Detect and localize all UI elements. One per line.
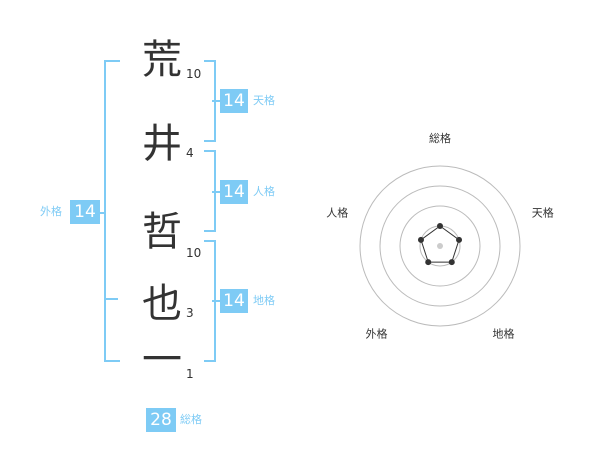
gaikaku-bracket bbox=[104, 60, 120, 362]
gaikaku-bracket-divider bbox=[104, 298, 118, 300]
soukaku-value: 28 bbox=[146, 408, 176, 432]
radar-ring bbox=[379, 185, 501, 307]
radar-point bbox=[456, 236, 463, 243]
stroke-count-3: 10 bbox=[186, 246, 202, 260]
radar-point bbox=[417, 236, 424, 243]
stroke-count-4: 3 bbox=[186, 306, 194, 320]
tenkaku-value: 14 bbox=[220, 89, 248, 113]
chikaku-value: 14 bbox=[220, 289, 248, 313]
tenkaku-connector bbox=[212, 100, 220, 102]
gaikaku-label: 外格 bbox=[40, 205, 62, 218]
radar-axis-label: 総格 bbox=[429, 131, 451, 145]
jinkaku-value: 14 bbox=[220, 180, 248, 204]
radar-ring bbox=[399, 205, 481, 287]
radar-ring bbox=[359, 165, 521, 327]
radar-value-polygon bbox=[420, 225, 460, 263]
jinkaku-label: 人格 bbox=[253, 185, 275, 198]
chikaku-connector bbox=[212, 300, 220, 302]
radar-axis-label: 人格 bbox=[326, 206, 348, 220]
radar-center-dot bbox=[437, 243, 443, 249]
stroke-count-5: 1 bbox=[186, 367, 194, 381]
name-char-1: 荒 bbox=[142, 37, 182, 83]
radar-axis-label: 外格 bbox=[366, 326, 388, 340]
stroke-count-1: 10 bbox=[186, 67, 202, 81]
chikaku-label: 地格 bbox=[253, 294, 275, 307]
radar-axis-label: 天格 bbox=[532, 206, 554, 220]
radar-point bbox=[448, 259, 455, 266]
jinkaku-connector bbox=[212, 191, 220, 193]
name-char-5: 一 bbox=[142, 337, 182, 383]
gaikaku-value: 14 bbox=[70, 200, 100, 224]
name-char-3: 哲 bbox=[142, 209, 182, 255]
stroke-count-2: 4 bbox=[186, 146, 194, 160]
radar-axis-label: 地格 bbox=[492, 326, 514, 340]
soukaku-label: 総格 bbox=[180, 413, 202, 426]
tenkaku-label: 天格 bbox=[253, 94, 275, 107]
radar-point bbox=[437, 223, 443, 229]
name-char-4: 也 bbox=[142, 281, 182, 327]
radar-point bbox=[425, 259, 432, 266]
name-char-2: 井 bbox=[142, 121, 182, 167]
